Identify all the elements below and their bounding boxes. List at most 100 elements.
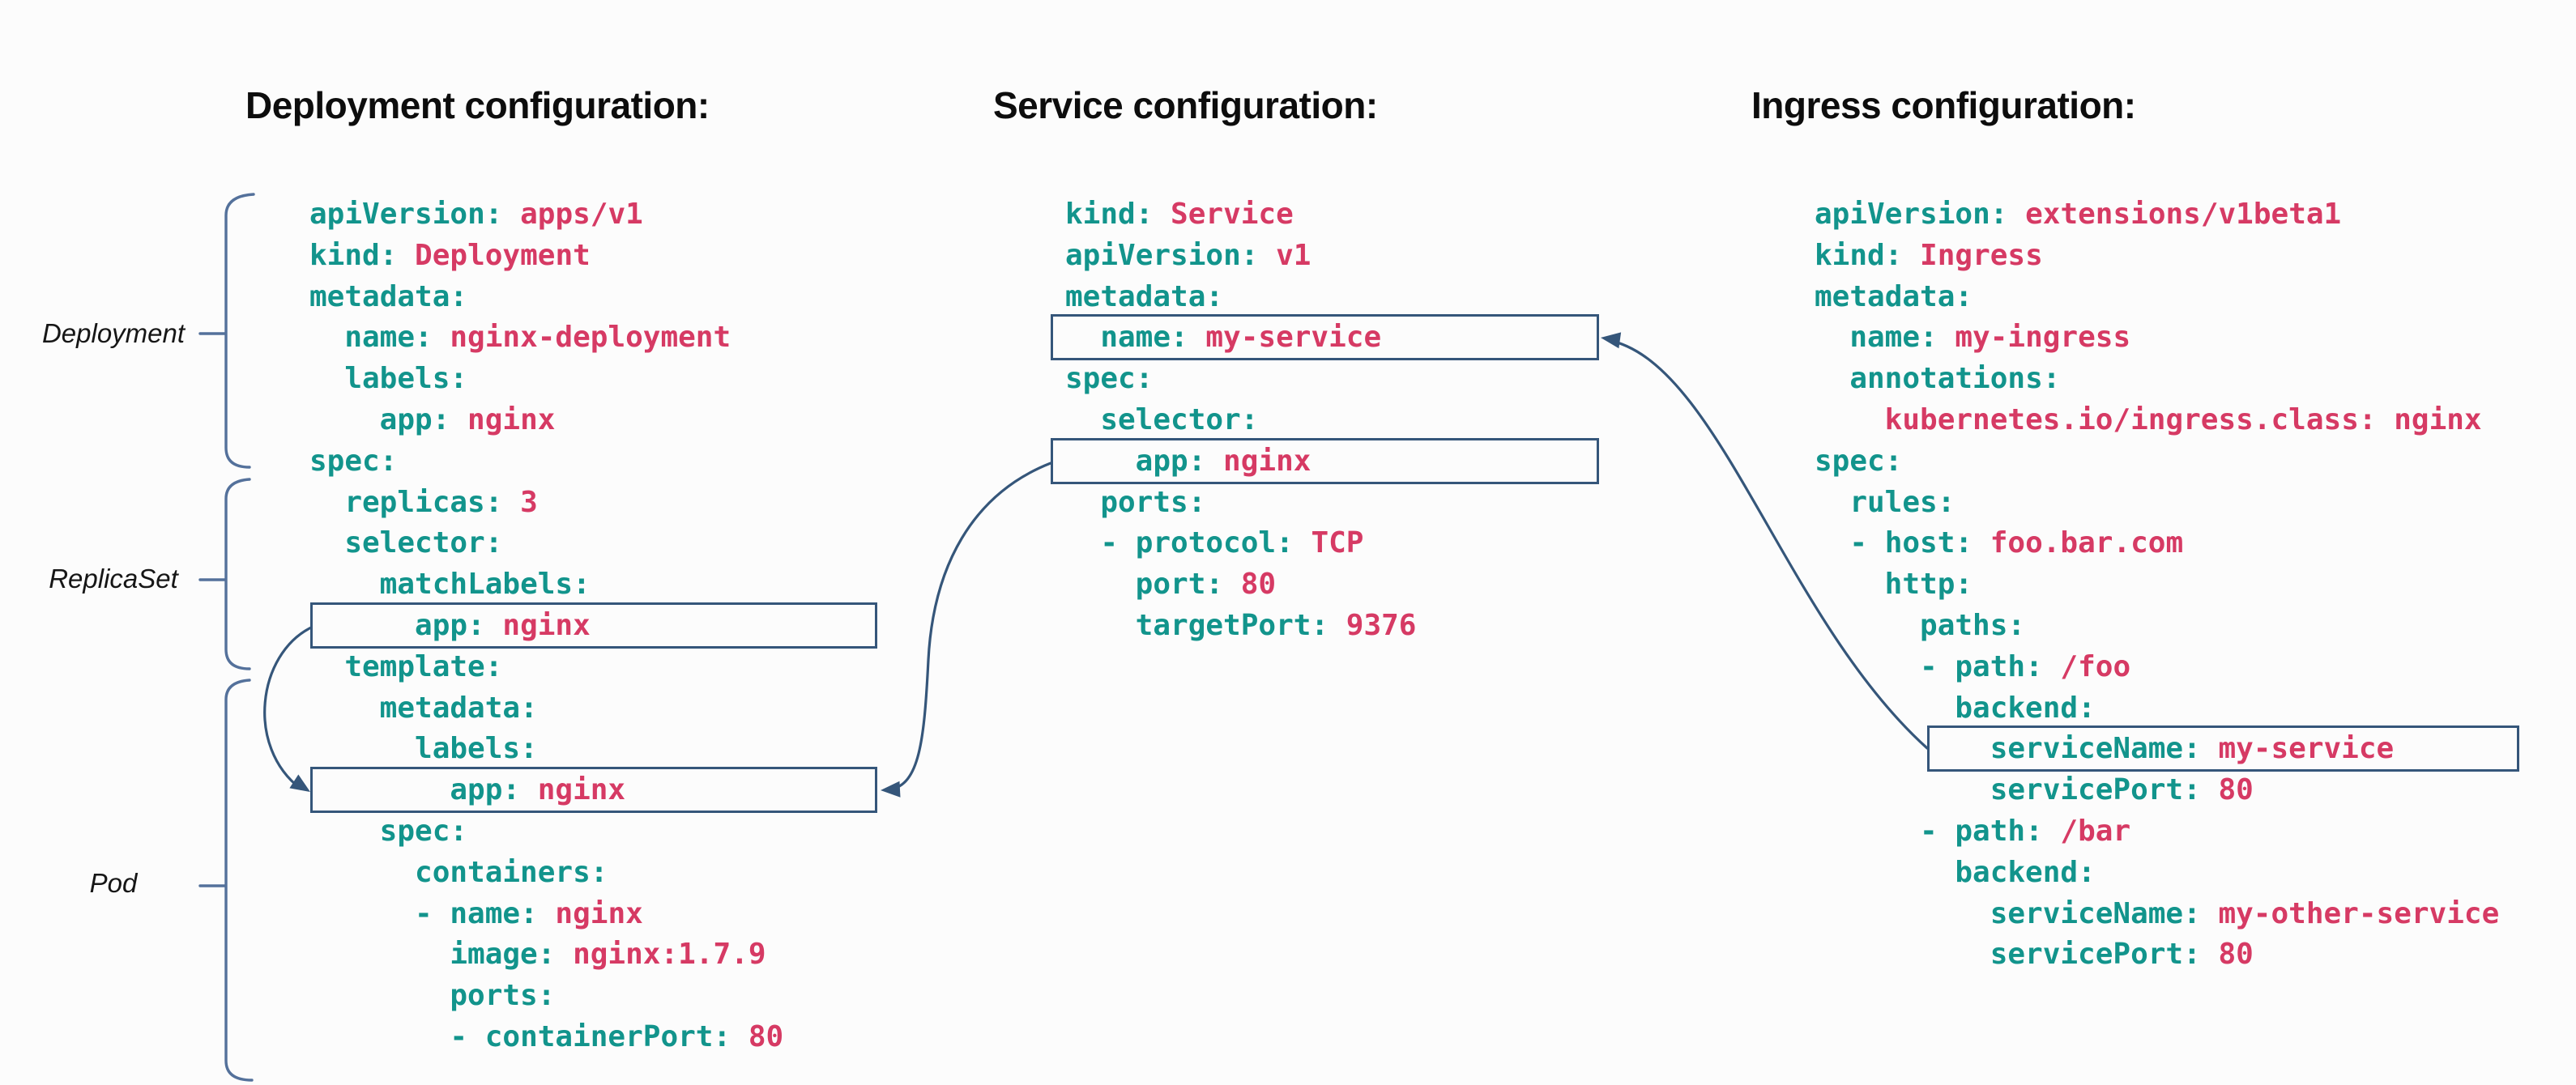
yaml-value: nginx: [450, 402, 556, 436]
ingress-column-title: Ingress configuration:: [1751, 84, 2136, 126]
yaml-value: nginx: [537, 896, 643, 930]
yaml-value: 80: [731, 1019, 784, 1053]
yaml-value: my-other-service: [2200, 896, 2500, 930]
yaml-value: 80: [2200, 773, 2254, 807]
yaml-line: containers:: [309, 853, 783, 894]
yaml-line: paths:: [1815, 606, 2499, 647]
yaml-line: servicePort: 80: [1815, 934, 2499, 976]
yaml-line: - containerPort: 80: [309, 1017, 783, 1058]
matchlabels-to-podlabels-arrow: [263, 626, 313, 790]
yaml-value: my-service: [1188, 321, 1382, 355]
yaml-line: app: nginx: [309, 400, 783, 441]
yaml-line: kind: Ingress: [1815, 236, 2499, 277]
yaml-value: Ingress: [1902, 238, 2043, 272]
yaml-key: labels:: [415, 732, 538, 766]
yaml-line: annotations:: [1815, 359, 2499, 400]
yaml-line: - path: /foo: [1815, 647, 2499, 688]
side-label-pod: Pod: [89, 868, 138, 898]
yaml-line: metadata:: [309, 688, 783, 730]
yaml-key: app:: [450, 773, 521, 807]
yaml-line: spec:: [309, 811, 783, 853]
service-selector-to-podlabels-arrow: [888, 462, 1052, 791]
yaml-key: path:: [1955, 814, 2043, 848]
yaml-value: v1: [1258, 238, 1311, 272]
yaml-key: port:: [1135, 568, 1224, 602]
yaml-key: spec:: [379, 814, 468, 848]
yaml-value: nginx:1.7.9: [555, 938, 766, 972]
yaml-key: protocol:: [1135, 526, 1294, 560]
yaml-key: labels:: [344, 362, 468, 396]
yaml-value: apps/v1: [502, 198, 643, 231]
yaml-key: kubernetes.io/ingress.class:: [1884, 402, 2377, 436]
yaml-line: metadata:: [1065, 277, 1416, 318]
yaml-key: targetPort:: [1135, 608, 1329, 642]
service-column-title: Service configuration:: [993, 84, 1378, 126]
yaml-line: servicePort: 80: [1815, 770, 2499, 811]
yaml-line: port: 80: [1065, 564, 1416, 606]
yaml-value: nginx-deployment: [432, 321, 731, 355]
yaml-key: backend:: [1955, 855, 2096, 889]
yaml-key: servicePort:: [1990, 938, 2201, 972]
yaml-line: labels:: [309, 729, 783, 770]
yaml-key: metadata:: [309, 279, 468, 313]
yaml-key: backend:: [1955, 691, 2096, 725]
highlight-box: [1051, 437, 1599, 484]
yaml-key: name:: [1849, 321, 1938, 355]
yaml-line: apiVersion: v1: [1065, 236, 1416, 277]
yaml-line: kind: Deployment: [309, 236, 783, 277]
yaml-value: 3: [502, 485, 538, 519]
yaml-line: - protocol: TCP: [1065, 523, 1416, 564]
yaml-line: metadata:: [1815, 277, 2499, 318]
yaml-line: labels:: [309, 359, 783, 400]
yaml-line: replicas: 3: [309, 483, 783, 524]
yaml-line: backend:: [1815, 688, 2499, 730]
yaml-key: spec:: [1065, 362, 1154, 396]
yaml-line: apiVersion: apps/v1: [309, 194, 783, 236]
yaml-line: targetPort: 9376: [1065, 606, 1417, 647]
yaml-value: 80: [2200, 938, 2254, 972]
deployment-column-title: Deployment configuration:: [245, 84, 710, 126]
yaml-line: name: my-service: [1051, 314, 1599, 361]
yaml-key: image:: [450, 938, 556, 972]
yaml-key: apiVersion:: [1065, 238, 1259, 272]
service-selector-arrowhead: [881, 781, 901, 798]
yaml-line: http:: [1815, 564, 2499, 606]
yaml-list-dash: -: [1849, 526, 1885, 560]
yaml-line: rules:: [1815, 483, 2499, 524]
yaml-line: app: nginx: [309, 602, 877, 649]
yaml-line: spec:: [1065, 359, 1416, 400]
yaml-line: kubernetes.io/ingress.class: nginx: [1815, 400, 2499, 441]
yaml-list-dash: -: [1920, 649, 1955, 683]
yaml-key: kind:: [1815, 238, 1903, 272]
yaml-line: ports:: [1065, 483, 1416, 524]
yaml-key: name:: [1100, 321, 1188, 355]
yaml-line: backend:: [1815, 853, 2499, 894]
yaml-value: nginx: [1205, 444, 1311, 478]
yaml-key: containerPort:: [484, 1019, 731, 1053]
yaml-value: /foo: [2042, 649, 2131, 683]
yaml-value: extensions/v1beta1: [2007, 198, 2342, 231]
side-label-deployment: Deployment: [41, 318, 186, 348]
yaml-value: my-ingress: [1937, 321, 2131, 355]
yaml-value: Deployment: [397, 238, 591, 272]
yaml-value: nginx: [520, 773, 626, 807]
yaml-key: rules:: [1849, 485, 1955, 519]
yaml-line: app: nginx: [309, 767, 877, 814]
yaml-key: host:: [1884, 526, 1973, 560]
yaml-list-dash: -: [415, 896, 450, 930]
yaml-key: name:: [450, 896, 538, 930]
yaml-value: foo.bar.com: [1973, 526, 2184, 560]
yaml-line: name: my-ingress: [1815, 317, 2499, 359]
yaml-line: matchLabels:: [309, 564, 783, 606]
yaml-line: serviceName: my-other-service: [1815, 894, 2500, 935]
yaml-key: kind:: [1065, 198, 1154, 231]
yaml-key: spec:: [1815, 444, 1903, 478]
yaml-line: app: nginx: [1051, 437, 1599, 484]
yaml-list-dash: -: [450, 1019, 485, 1053]
yaml-key: path:: [1955, 649, 2043, 683]
yaml-value: Service: [1153, 198, 1294, 231]
